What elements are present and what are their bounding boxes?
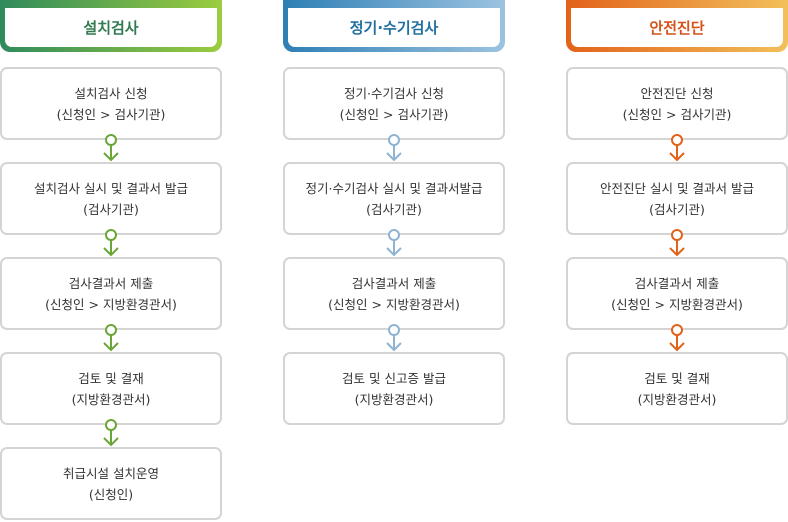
flow-arrow [566, 134, 788, 162]
step-title: 정기·수기검사 신청 [344, 85, 444, 101]
column-title: 정기·수기검사 [288, 8, 500, 47]
step-actor: (신청인) [88, 486, 134, 502]
step-title: 안전진단 신청 [640, 85, 714, 101]
flow-step: 정기·수기검사 신청 (신청인 > 검사기관) [283, 67, 505, 140]
step-actor: (신청인 > 검사기관) [56, 106, 166, 122]
step-actor: (신청인 > 지방환경관서) [45, 296, 177, 312]
step-title: 정기·수기검사 실시 및 결과서발급 [305, 180, 483, 196]
column-title: 설치검사 [5, 8, 217, 47]
flow-step: 취급시설 설치운영 (신청인) [0, 447, 222, 520]
column-installation-inspection: 설치검사 설치검사 신청 (신청인 > 검사기관) 설치검사 실시 및 결과서 … [0, 0, 222, 522]
step-actor: (검사기관) [649, 201, 705, 217]
flow-step: 검토 및 신고증 발급 (지방환경관서) [283, 352, 505, 425]
flow-arrow [0, 134, 222, 162]
flow-step: 안전진단 신청 (신청인 > 검사기관) [566, 67, 788, 140]
flow-arrow [283, 324, 505, 352]
column-safety-diagnosis: 안전진단 안전진단 신청 (신청인 > 검사기관) 안전진단 실시 및 결과서 … [566, 0, 788, 522]
step-title: 검사결과서 제출 [68, 275, 154, 291]
column-header: 설치검사 [0, 0, 222, 52]
flow-step: 정기·수기검사 실시 및 결과서발급 (검사기관) [283, 162, 505, 235]
column-header: 안전진단 [566, 0, 788, 52]
step-actor: (신청인 > 지방환경관서) [328, 296, 460, 312]
flow-arrow [283, 229, 505, 257]
step-actor: (신청인 > 지방환경관서) [611, 296, 743, 312]
flow-arrow [0, 419, 222, 447]
step-title: 검토 및 결재 [78, 370, 144, 386]
flow-arrow [0, 324, 222, 352]
flow-arrow [283, 134, 505, 162]
step-title: 검사결과서 제출 [634, 275, 720, 291]
flow-step: 검사결과서 제출 (신청인 > 지방환경관서) [566, 257, 788, 330]
flow-step: 안전진단 실시 및 결과서 발급 (검사기관) [566, 162, 788, 235]
column-header: 정기·수기검사 [283, 0, 505, 52]
step-actor: (검사기관) [366, 201, 422, 217]
step-title: 검사결과서 제출 [351, 275, 437, 291]
flow-step: 검사결과서 제출 (신청인 > 지방환경관서) [0, 257, 222, 330]
flow-step: 설치검사 실시 및 결과서 발급 (검사기관) [0, 162, 222, 235]
flow-step: 검사결과서 제출 (신청인 > 지방환경관서) [283, 257, 505, 330]
column-periodic-inspection: 정기·수기검사 정기·수기검사 신청 (신청인 > 검사기관) 정기·수기검사 … [283, 0, 505, 522]
step-title: 검토 및 결재 [644, 370, 710, 386]
step-actor: (검사기관) [83, 201, 139, 217]
step-title: 설치검사 신청 [74, 85, 148, 101]
step-title: 검토 및 신고증 발급 [342, 370, 446, 386]
step-actor: (신청인 > 검사기관) [622, 106, 732, 122]
flow-step: 검토 및 결재 (지방환경관서) [0, 352, 222, 425]
step-actor: (신청인 > 검사기관) [339, 106, 449, 122]
step-actor: (지방환경관서) [71, 391, 151, 407]
step-title: 안전진단 실시 및 결과서 발급 [600, 180, 754, 196]
flow-step: 검토 및 결재 (지방환경관서) [566, 352, 788, 425]
column-title: 안전진단 [571, 8, 783, 47]
flow-step: 설치검사 신청 (신청인 > 검사기관) [0, 67, 222, 140]
step-title: 취급시설 설치운영 [63, 465, 159, 481]
step-title: 설치검사 실시 및 결과서 발급 [34, 180, 188, 196]
step-actor: (지방환경관서) [637, 391, 717, 407]
step-actor: (지방환경관서) [354, 391, 434, 407]
flow-arrow [0, 229, 222, 257]
flow-arrow [566, 229, 788, 257]
flow-arrow [566, 324, 788, 352]
